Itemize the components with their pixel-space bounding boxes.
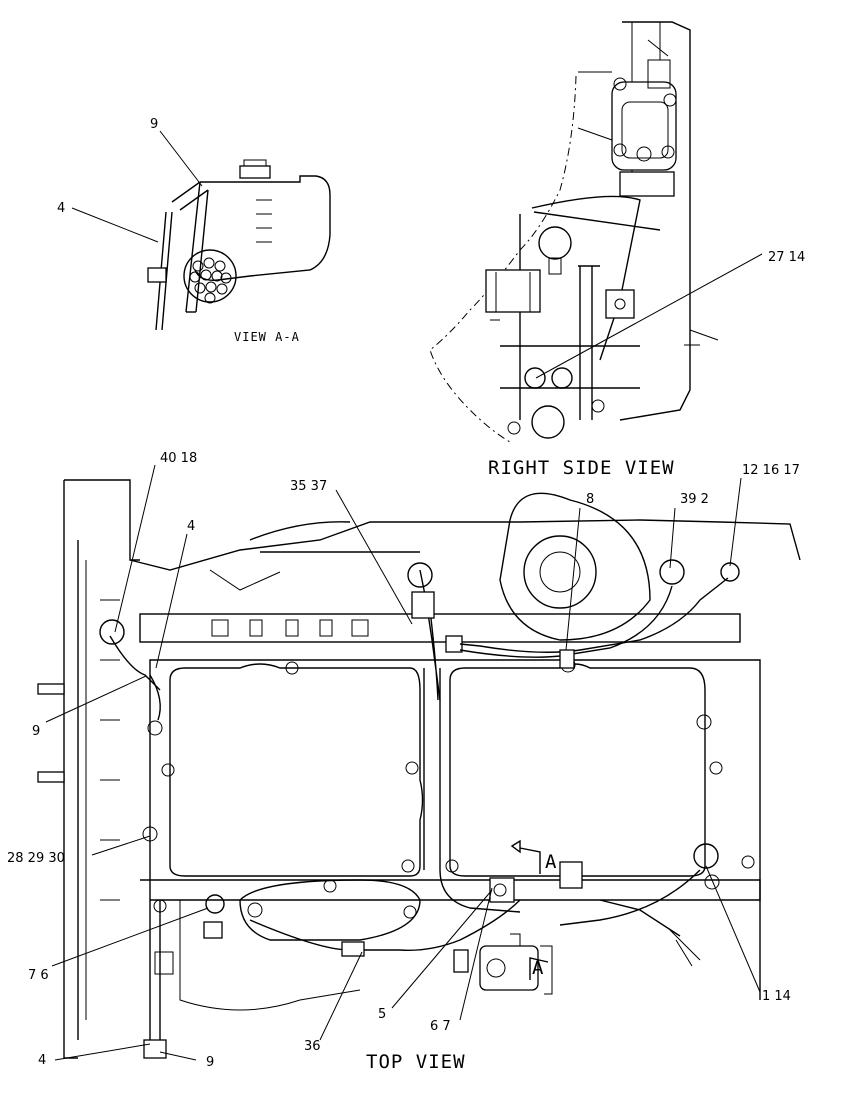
callout-36: 36: [304, 1039, 321, 1054]
section-marker-a-lower: A: [532, 957, 544, 979]
top-view-drawing: [37, 464, 801, 1061]
callout-9-left: 9: [32, 724, 40, 739]
callout-4-lower: 4: [38, 1053, 46, 1068]
callout-6-7: 6 7: [430, 1019, 451, 1034]
callout-8: 8: [586, 492, 594, 507]
section-marker-a-upper: A: [545, 851, 557, 873]
right-side-view-drawing: [429, 21, 763, 443]
right-side-view-title: RIGHT SIDE VIEW: [488, 457, 675, 479]
callout-27-14: 27 14: [768, 250, 805, 265]
callout-9-lower: 9: [206, 1055, 214, 1070]
callout-5: 5: [378, 1007, 386, 1022]
callout-28-29-30: 28 29 30: [7, 851, 65, 866]
callout-40-18: 40 18: [160, 451, 197, 466]
callout-1-14: 1 14: [762, 989, 791, 1004]
callout-39-2: 39 2: [680, 492, 709, 507]
callout-view-aa-9: 9: [150, 117, 158, 132]
view-aa-title: VIEW A-A: [234, 330, 300, 344]
callout-7-6: 7 6: [28, 968, 49, 983]
top-view-title: TOP VIEW: [366, 1051, 466, 1073]
callout-view-aa-4: 4: [57, 201, 65, 216]
callout-12-16-17: 12 16 17: [742, 463, 800, 478]
view-aa-detail: [71, 130, 331, 331]
callout-35-37: 35 37: [290, 479, 327, 494]
callout-4-upper: 4: [187, 519, 195, 534]
